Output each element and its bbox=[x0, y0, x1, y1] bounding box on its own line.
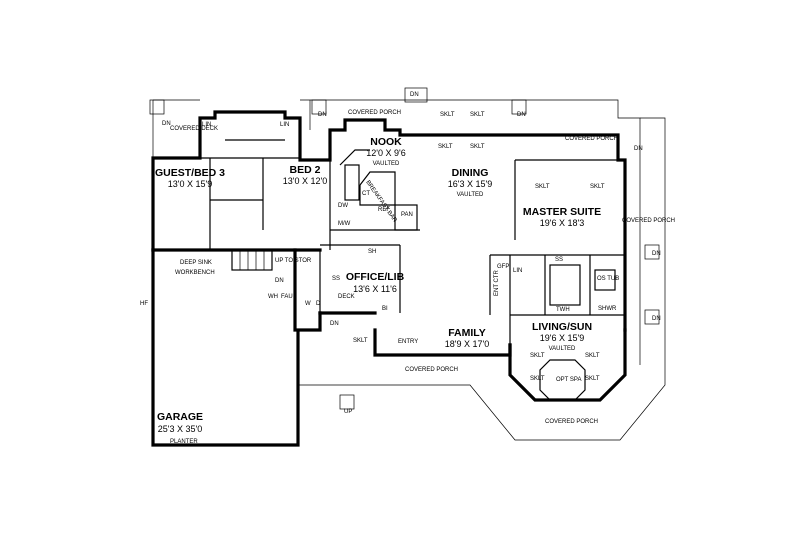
spa-octagon bbox=[539, 359, 586, 401]
planter-label: PLANTER bbox=[170, 439, 198, 445]
dining-note: VAULTED bbox=[457, 192, 484, 198]
dining-name: DINING bbox=[452, 167, 489, 179]
master-suite-dims: 19'6 X 18'3 bbox=[540, 218, 584, 228]
dn-label: DN bbox=[162, 121, 171, 127]
breakfast-bar-label: BREAKFAST BAR bbox=[364, 180, 398, 224]
sklt-label: SKLT bbox=[530, 376, 545, 382]
bi-label: BI bbox=[382, 306, 388, 312]
living-sun-note: VAULTED bbox=[549, 346, 576, 352]
sklt-label: SKLT bbox=[535, 184, 550, 190]
ref-label: REF bbox=[378, 207, 390, 213]
office-lib-dims: 13'6 X 11'6 bbox=[353, 284, 397, 294]
ct-label: CT bbox=[362, 191, 370, 197]
family-dims: 18'9 X 17'0 bbox=[445, 339, 489, 349]
ss-label: SS bbox=[555, 257, 563, 263]
lin-label: LIN bbox=[280, 122, 289, 128]
master-bath bbox=[549, 264, 616, 306]
covered-porch-label: COVERED PORCH bbox=[405, 367, 458, 373]
sklt-label: SKLT bbox=[440, 112, 455, 118]
family-name: FAMILY bbox=[448, 327, 486, 339]
dn-label: DN bbox=[652, 251, 661, 257]
pan-label: PAN bbox=[401, 212, 413, 218]
guest-bed3-name: GUEST/BED 3 bbox=[155, 167, 225, 179]
dn-label: DN bbox=[275, 278, 284, 284]
entry-label: ENTRY bbox=[398, 339, 418, 345]
guest-bed3-dims: 13'0 X 15'9 bbox=[168, 179, 212, 189]
lin-label: LIN bbox=[513, 268, 522, 274]
covered-deck-label: COVERED DECK bbox=[170, 126, 218, 132]
os-tub-label: OS TUB bbox=[597, 276, 619, 282]
ss-label: SS bbox=[332, 276, 340, 282]
sklt-label: SKLT bbox=[470, 144, 485, 150]
living-sun-dims: 19'6 X 15'9 bbox=[540, 333, 584, 343]
gfp-label: GFP bbox=[497, 264, 509, 270]
sklt-label: SKLT bbox=[590, 184, 605, 190]
dn-label: DN bbox=[517, 112, 526, 118]
sklt-label: SKLT bbox=[438, 144, 453, 150]
dn-label: DN bbox=[410, 92, 419, 98]
ent-ctr-label: ENT CTR bbox=[494, 269, 500, 296]
workbench-label: WORKBENCH bbox=[175, 270, 215, 276]
garage-name: GARAGE bbox=[157, 411, 203, 423]
mw-label: M/W bbox=[338, 221, 351, 227]
exterior-walls bbox=[151, 110, 627, 447]
deep-sink-label: DEEP SINK bbox=[180, 260, 212, 266]
covered-porch-label: COVERED PORCH bbox=[348, 110, 401, 116]
living-sun-name: LIVING/SUN bbox=[532, 321, 592, 333]
dn-label: DN bbox=[318, 112, 327, 118]
fau-label: FAU bbox=[281, 294, 293, 300]
sklt-label: SKLT bbox=[470, 112, 485, 118]
up-to-stor-label: UP TO STOR bbox=[275, 258, 312, 264]
wh-label: WH bbox=[268, 294, 278, 300]
dw-label: DW bbox=[338, 203, 348, 209]
washer-label: W bbox=[305, 301, 311, 307]
sklt-label: SKLT bbox=[353, 338, 368, 344]
dryer-label: D bbox=[316, 301, 321, 307]
stair bbox=[231, 249, 273, 271]
office-lib-name: OFFICE/LIB bbox=[346, 271, 405, 283]
sklt-label: SKLT bbox=[585, 376, 600, 382]
up-label: UP bbox=[344, 409, 352, 415]
covered-porches bbox=[149, 87, 666, 441]
sh-label: SH bbox=[368, 249, 376, 255]
deck-label: DECK bbox=[338, 294, 355, 300]
bed2-dims: 13'0 X 12'0 bbox=[283, 176, 327, 186]
nook-dims: 12'0 X 9'6 bbox=[366, 148, 405, 158]
hf-label: HF bbox=[140, 301, 148, 307]
nook-note: VAULTED bbox=[373, 161, 400, 167]
dining-dims: 16'3 X 15'9 bbox=[448, 179, 492, 189]
master-suite-name: MASTER SUITE bbox=[523, 206, 601, 218]
sklt-label: SKLT bbox=[585, 353, 600, 359]
dn-label: DN bbox=[634, 146, 643, 152]
covered-porch-label: COVERED PORCH bbox=[622, 218, 675, 224]
covered-porch-label: COVERED PORCH bbox=[545, 419, 598, 425]
covered-porch-label: COVERED PORCH bbox=[565, 136, 618, 142]
twh-label: TWH bbox=[556, 307, 570, 313]
dn-label: DN bbox=[330, 321, 339, 327]
shwr-label: SHWR bbox=[598, 306, 617, 312]
dn-label: DN bbox=[652, 316, 661, 322]
nook-name: NOOK bbox=[370, 136, 402, 148]
interior-walls bbox=[200, 139, 625, 345]
sklt-label: SKLT bbox=[530, 353, 545, 359]
garage-dims: 25'3 X 35'0 bbox=[158, 424, 202, 434]
lin-label: LIN bbox=[202, 122, 211, 128]
bed2-name: BED 2 bbox=[290, 164, 321, 176]
kitchen bbox=[339, 149, 418, 231]
opt-spa-label: OPT SPA bbox=[556, 377, 581, 383]
